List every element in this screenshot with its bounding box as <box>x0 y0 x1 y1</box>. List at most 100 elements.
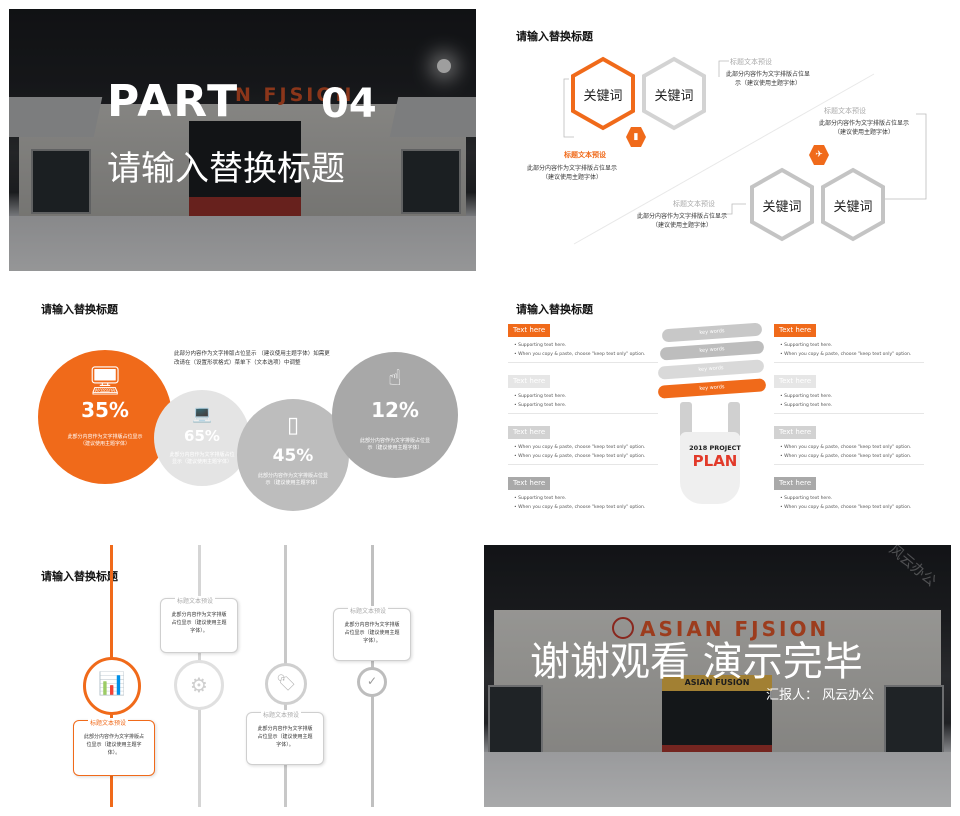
slide-thanks[interactable]: ASIAN FUSION ASIAN FJSION 风云办公 谢谢观看 演示完毕… <box>484 545 951 807</box>
store-sign: ASIAN FJSION <box>640 617 830 641</box>
timeline-node[interactable]: 🏷 <box>265 663 307 705</box>
part-subtitle: 请输入替换标题 <box>107 149 345 189</box>
part-label: PART <box>107 76 240 127</box>
chart-icon: ▮ <box>626 127 646 147</box>
percent-value: 12% <box>371 398 419 422</box>
item-bullet: • Supporting text here. <box>780 403 833 408</box>
percent-circle-dark[interactable]: ☝ 12% 此部分内容作为文字排版占位显示（建议使用主题字体） <box>332 352 458 478</box>
slide-title: 请输入替换标题 <box>41 303 118 316</box>
gears-icon: ⚙ <box>190 673 208 697</box>
percent-circle-light[interactable]: 💻 65% 此部分内容作为文字排版占位显示（建议使用主题字体） <box>154 390 250 486</box>
item-bullet: • When you copy & paste, choose "keep te… <box>780 445 912 450</box>
timeline-card[interactable]: 标题文本预设 此部分内容作为文字排版占位显示（建议使用主题字体）。 <box>160 596 238 653</box>
percent-value: 65% <box>184 427 220 445</box>
timeline-card[interactable]: 标题文本预设 此部分内容作为文字排版占位显示（建议使用主题字体）。 <box>333 606 411 661</box>
item-bullet: • Supporting text here. <box>514 496 567 501</box>
check-circle-icon: ✓ <box>366 674 378 688</box>
item-bullet: • When you copy & paste, choose "keep te… <box>514 352 646 357</box>
item-header: Text here <box>774 324 817 337</box>
keyword-bar: key words <box>657 378 767 399</box>
timeline-card[interactable]: 标题文本预设 此部分内容作为文字排版占位显示（建议使用主题字体）。 <box>246 710 324 765</box>
item-bullet: • When you copy & paste, choose "keep te… <box>780 505 912 510</box>
hex-label: 关键词 <box>762 200 802 215</box>
snow-ground <box>484 752 951 807</box>
hex-keyword-orange[interactable]: 关键词 <box>569 56 637 131</box>
percent-value: 45% <box>272 446 314 466</box>
connector-lines <box>563 60 927 245</box>
slide-title: 请输入替换标题 <box>41 570 118 583</box>
timeline-node[interactable]: ✓ <box>357 667 387 697</box>
keyword-bar: key words <box>661 322 763 343</box>
hand-touch-icon: ☝ <box>388 366 402 391</box>
slide-part-cover[interactable]: N FJSION PART 04 请输入替换标题 <box>9 9 476 271</box>
hex-label: 关键词 <box>833 200 873 215</box>
keyword-bar: key words <box>657 359 765 380</box>
slide-title: 请输入替换标题 <box>516 303 593 316</box>
divider <box>774 362 924 363</box>
percent-circle-orange[interactable]: 🖥 35% 此部分内容作为文字排版占位显示（建议使用主题字体） <box>38 350 172 484</box>
slide-title: 请输入替换标题 <box>516 30 593 43</box>
slide-plan-plug[interactable]: 请输入替换标题 Text here • Supporting text here… <box>484 282 951 544</box>
card-label: 标题文本预设 <box>348 606 389 615</box>
card-text: 此部分内容作为文字排版占位显示（建议使用主题字体）。 <box>84 734 145 756</box>
block-text: 此部分内容作为文字排版占位显示（建议使用主题字体） <box>636 213 727 229</box>
slide-hex-keywords[interactable]: 请输入替换标题 关键词 关键词 关键词 关键词 ▮ ✈ 标题文本预设 此部分内容… <box>484 9 951 271</box>
timeline-node[interactable]: ⚙ <box>174 660 224 710</box>
logo-circle <box>612 617 634 639</box>
item-bullet: • Supporting text here. <box>514 403 567 408</box>
plan-word: PLAN <box>692 452 738 470</box>
card-text: 此部分内容作为文字排版占位显示（建议使用主题字体）。 <box>344 622 400 644</box>
block-label: 标题文本预设 <box>824 107 866 115</box>
timeline-node-orange[interactable]: 📊 <box>83 657 141 715</box>
laptop-icon: 💻 <box>192 404 212 423</box>
hex-label: 关键词 <box>583 89 623 104</box>
door-sign: ASIAN FUSION <box>662 675 772 691</box>
plug-pin <box>728 402 740 438</box>
divider <box>508 413 658 414</box>
item-header: Text here <box>508 324 551 337</box>
slide-percent-circles[interactable]: 请输入替换标题 此部分内容作为文字排版占位显示 （建议使用主题字体）如需更改请在… <box>9 282 476 544</box>
plug-pin <box>680 402 692 438</box>
hex-label: 关键词 <box>654 89 694 104</box>
block-label-accent: 标题文本预设 <box>564 151 606 159</box>
window <box>488 685 543 755</box>
thanks-title: 谢谢观看 演示完毕 <box>530 639 863 685</box>
airplane-icon: ✈ <box>809 145 829 165</box>
item-header: Text here <box>508 375 551 388</box>
item-bullet: • When you copy & paste, choose "keep te… <box>780 454 912 459</box>
slide-timeline[interactable]: 请输入替换标题 📊 ⚙ 🏷 ✓ 标题文本预设 此部分内容作为文字排版占位显示（建… <box>9 545 476 807</box>
item-bullet: • Supporting text here. <box>780 343 833 348</box>
card-text: 此部分内容作为文字排版占位显示（建议使用主题字体）。 <box>171 612 227 634</box>
circle-text: 此部分内容作为文字排版占位显示（建议使用主题字体） <box>67 434 143 447</box>
storefront-photo: N FJSION <box>9 9 476 271</box>
divider <box>508 464 658 465</box>
tag-icon: 🏷 <box>275 673 297 692</box>
divider <box>508 362 658 363</box>
street-lamp <box>437 59 451 73</box>
divider <box>774 413 924 414</box>
item-header: Text here <box>774 426 817 439</box>
item-header: Text here <box>774 375 817 388</box>
growth-chart-icon: 📊 <box>98 672 126 697</box>
block-text: 此部分内容作为文字排版占位显示（建议使用主题字体） <box>725 71 810 87</box>
item-bullet: • Supporting text here. <box>514 343 567 348</box>
timeline-card-accent[interactable]: 标题文本预设 此部分内容作为文字排版占位显示（建议使用主题字体）。 <box>73 718 155 776</box>
item-bullet: • Supporting text here. <box>780 394 833 399</box>
percent-circle-mid[interactable]: ▯ 45% 此部分内容作为文字排版占位显示（建议使用主题字体） <box>237 399 349 511</box>
block-text: 此部分内容作为文字排版占位显示（建议使用主题字体） <box>818 120 909 136</box>
keyword-bar: key words <box>659 340 765 361</box>
circle-text: 此部分内容作为文字排版占位显示（建议使用主题字体） <box>169 452 235 465</box>
window <box>31 149 91 214</box>
circle-text: 此部分内容作为文字排版占位显示（建议使用主题字体） <box>359 438 430 451</box>
divider <box>774 464 924 465</box>
item-bullet: • Supporting text here. <box>780 496 833 501</box>
tablet-icon: ▯ <box>286 413 300 438</box>
hex-keyword-gray[interactable]: 关键词 <box>748 167 816 242</box>
dark-overlay <box>9 9 476 271</box>
card-label: 标题文本预设 <box>88 718 129 727</box>
hex-keyword-gray[interactable]: 关键词 <box>819 167 887 242</box>
dark-overlay <box>484 545 951 807</box>
item-bullet: • When you copy & paste, choose "keep te… <box>780 352 912 357</box>
card-text: 此部分内容作为文字排版占位显示（建议使用主题字体）。 <box>257 726 313 748</box>
hex-keyword-gray[interactable]: 关键词 <box>640 56 708 131</box>
